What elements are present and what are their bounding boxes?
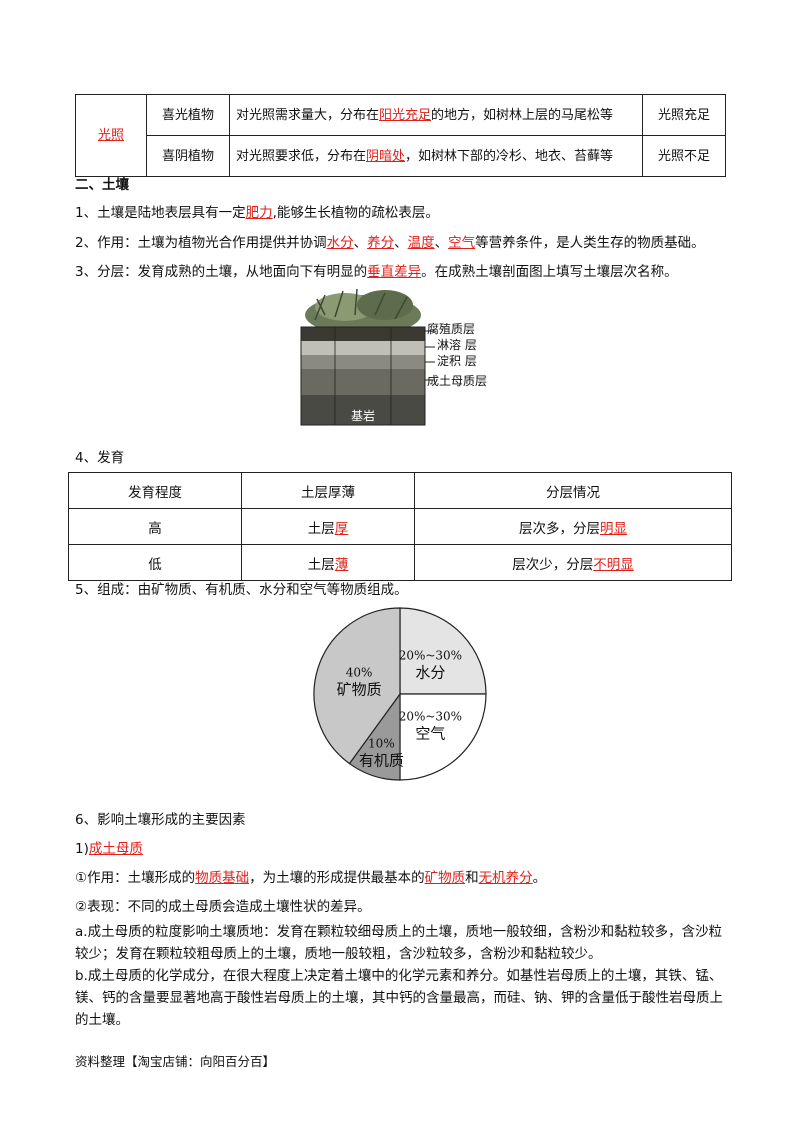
pie-category-label: 有机质 — [359, 751, 404, 769]
pie-slice-0 — [313, 607, 401, 765]
pie-value-label: 20%~30% — [399, 709, 462, 723]
para-6-a: a.成土母质的粒度影响土壤质地：发育在颗粒较细母质上的土壤，质地一般较细，含粉沙… — [75, 924, 723, 962]
vegetation-icon — [305, 288, 421, 335]
para-6-b: b.成土母质的化学成分，在很大程度上决定着土壤中的化学元素和养分。如基性岩母质上… — [75, 968, 723, 1028]
section-title: 二、土壤 — [75, 177, 129, 193]
pie-category-label: 空气 — [415, 724, 445, 742]
plant-desc: 对光照需求量大，分布在阳光充足的地方，如树林上层的马尾松等 — [229, 94, 643, 136]
group-cell: 光照 — [75, 94, 147, 177]
plant-type: 喜光植物 — [146, 94, 230, 136]
para-2: 2、作用：土壤为植物光合作用提供并协调水分、养分、温度、空气等营养条件，是人类生… — [75, 235, 705, 251]
para-6-2: ①作用：土壤形成的物质基础，为土壤的形成提供最基本的矿物质和无机养分。 — [75, 870, 547, 886]
table-row: 低 土层薄 层次少，分层不明显 — [68, 544, 732, 581]
plant-desc: 对光照要求低，分布在阴暗处，如树林下部的冷杉、地衣、苔藓等 — [229, 135, 643, 177]
light-result: 光照不足 — [642, 135, 726, 177]
pie-value-label: 10% — [368, 736, 395, 750]
pie-category-label: 水分 — [415, 664, 445, 682]
pie-value-label: 40% — [346, 666, 373, 680]
plant-type: 喜阴植物 — [146, 135, 230, 177]
soil-profile-figure: 基岩 — [300, 288, 435, 426]
table-header-row: 发育程度 土层厚薄 分层情况 — [68, 472, 732, 509]
table-row: 光照 喜光植物 对光照需求量大，分布在阳光充足的地方，如树林上层的马尾松等 光照… — [75, 94, 726, 177]
layer-label-parent: 成土母质层 — [427, 374, 488, 388]
table-row: 高 土层厚 层次多，分层明显 — [68, 508, 732, 545]
para-3: 3、分层：发育成熟的土壤，从地面向下有明显的垂直差异。在成熟土壤剖面图上填写土壤… — [75, 264, 678, 280]
pie-value-label: 20%~30% — [399, 649, 462, 663]
light-result: 光照充足 — [642, 94, 726, 136]
para-6: 6、影响土壤形成的主要因素 — [75, 812, 246, 828]
pie-slice-1 — [399, 607, 487, 695]
table-row: 喜阴植物 对光照要求低，分布在阴暗处，如树林下部的冷杉、地衣、苔藓等 光照不足 — [76, 135, 726, 177]
para-4: 4、发育 — [75, 450, 125, 466]
para-5: 5、组成：由矿物质、有机质、水分和空气等物质组成。 — [75, 582, 408, 598]
light-table: 光照 喜光植物 对光照需求量大，分布在阳光充足的地方，如树林上层的马尾松等 光照… — [75, 94, 726, 177]
layer-label-leaching: 淋溶 层 — [437, 338, 477, 352]
para-6-1: 1)成土母质 — [75, 841, 143, 857]
development-table: 发育程度 土层厚薄 分层情况 高 土层厚 层次多，分层明显 低 土层薄 层次少，… — [68, 472, 732, 581]
soil-layers — [300, 326, 426, 426]
layer-label-deposition: 淀积 层 — [437, 354, 477, 368]
pie-slice-2 — [399, 693, 487, 781]
pie-category-label: 矿物质 — [337, 681, 382, 699]
para-6-3: ②表现：不同的成土母质会造成土壤性状的差异。 — [75, 899, 371, 915]
bedrock-label: 基岩 — [351, 408, 375, 423]
layer-label-humus: 腐殖质层 — [427, 322, 476, 336]
para-1: 1、土壤是陆地表层具有一定肥力,能够生长植物的疏松表层。 — [75, 205, 439, 221]
footer: 资料整理【淘宝店铺：向阳百分百】 — [75, 1054, 276, 1069]
